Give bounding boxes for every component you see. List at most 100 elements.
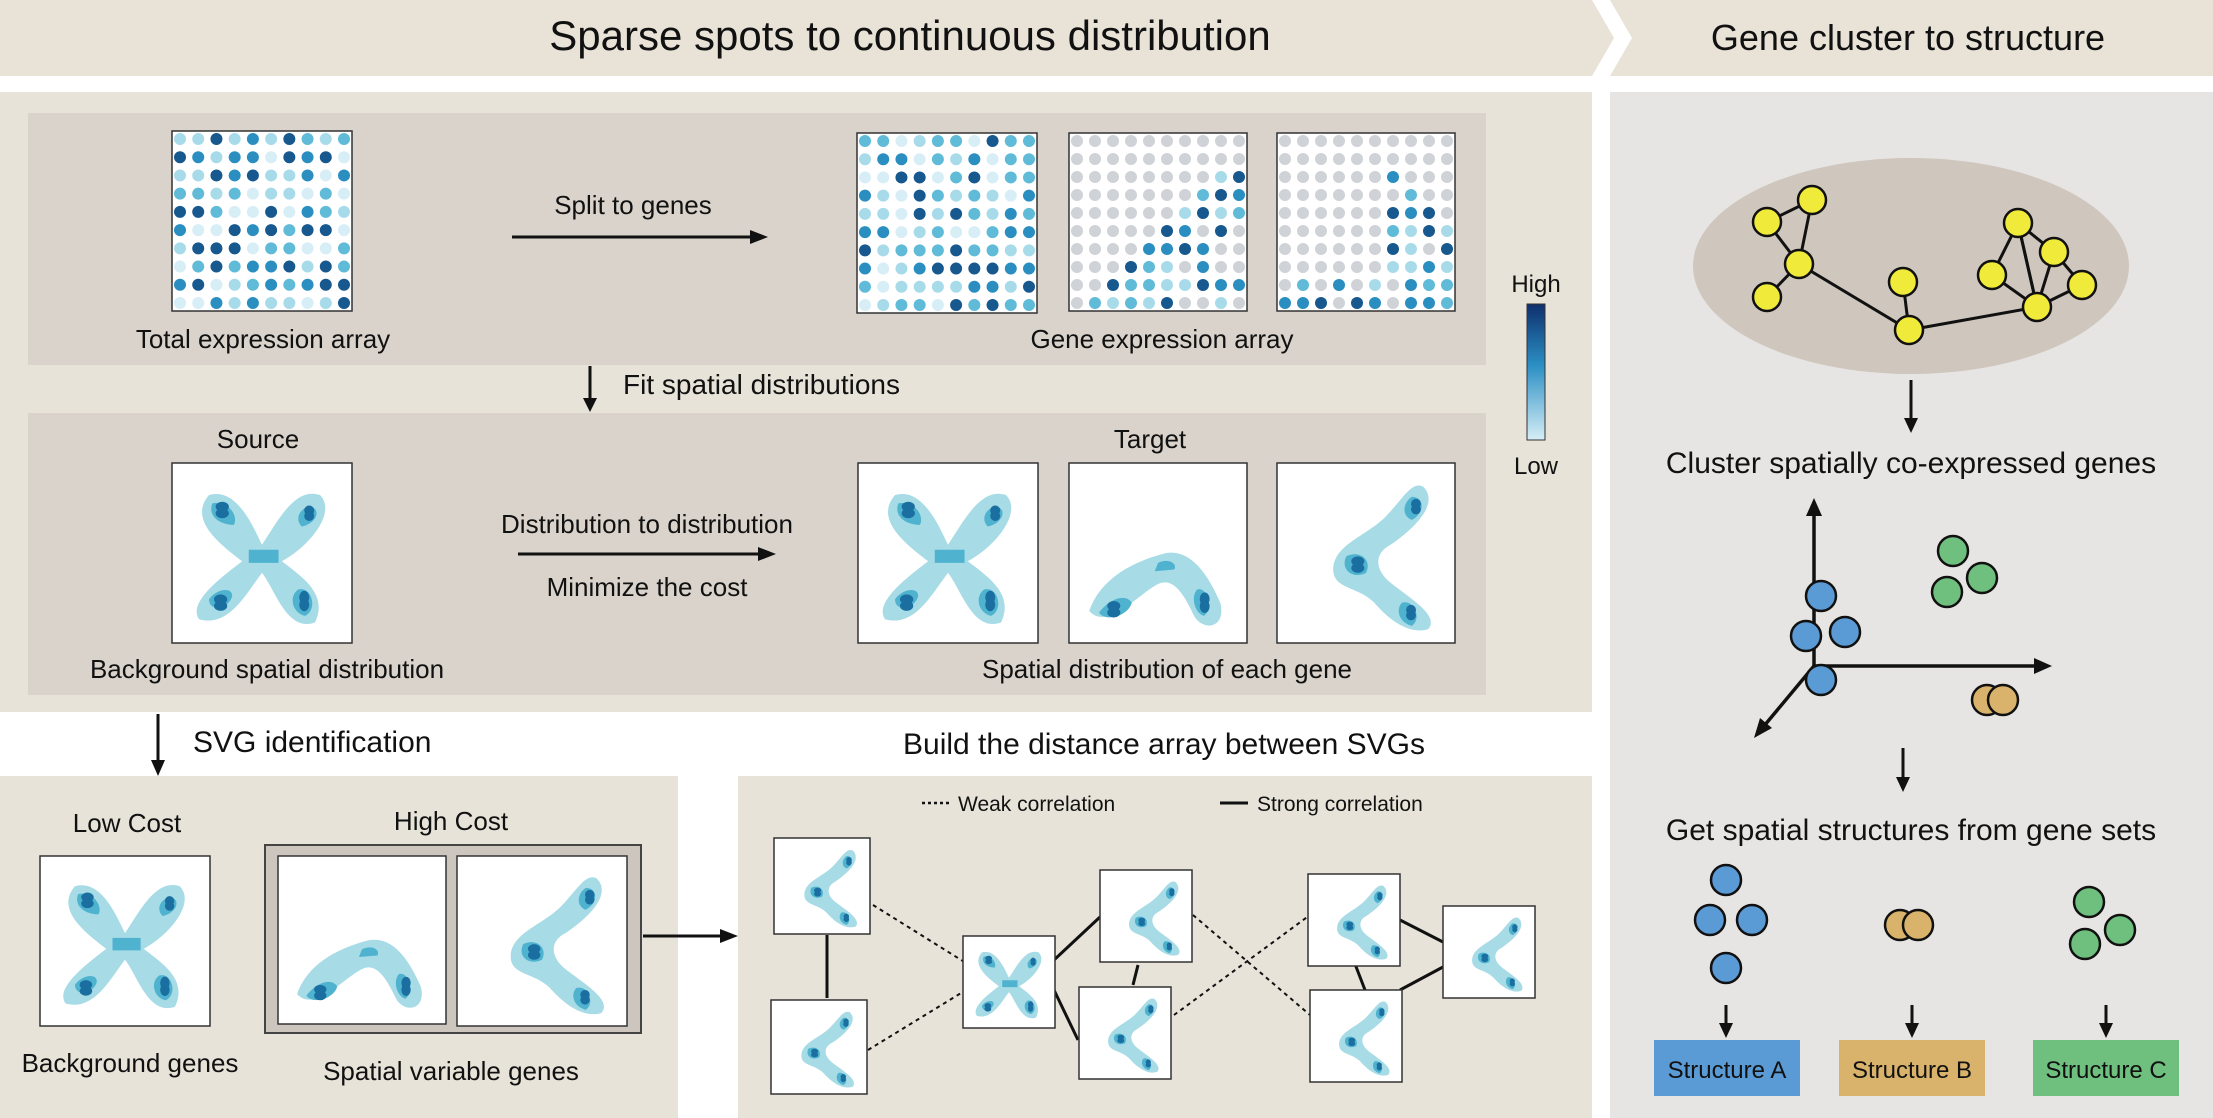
gene-array-2 xyxy=(1068,132,1248,312)
expression-dot xyxy=(319,205,332,218)
expression-dot xyxy=(246,169,259,182)
expression-dot xyxy=(1279,189,1291,201)
expression-dot xyxy=(174,205,186,218)
expression-dot xyxy=(913,171,926,184)
expression-dot xyxy=(1179,243,1191,255)
blue-point xyxy=(1804,579,1838,613)
expression-dot xyxy=(301,187,314,200)
expression-dot xyxy=(1107,153,1119,165)
expression-dot xyxy=(931,226,944,239)
expression-dot xyxy=(877,171,890,184)
expression-dot xyxy=(338,278,350,291)
expression-dot xyxy=(1179,261,1191,273)
expression-dot xyxy=(1423,261,1435,273)
expression-dot xyxy=(210,242,223,255)
expression-dot xyxy=(1107,207,1119,219)
expression-dot xyxy=(192,242,205,255)
expression-dot xyxy=(1233,261,1245,273)
expression-dot xyxy=(228,133,241,145)
expression-dot xyxy=(1161,207,1173,219)
edge-weak xyxy=(867,989,967,1051)
expression-dot xyxy=(1004,262,1017,275)
expression-dot xyxy=(1023,207,1035,220)
expression-dot xyxy=(1089,153,1101,165)
expression-dot xyxy=(338,187,350,200)
expression-dot xyxy=(1297,243,1309,255)
expression-dot xyxy=(210,297,223,309)
gene-array-label: Gene expression array xyxy=(1030,324,1293,354)
expression-dot xyxy=(986,171,999,184)
expression-dot xyxy=(1197,243,1209,255)
expression-dot xyxy=(1387,225,1399,237)
expression-dot xyxy=(950,207,963,220)
expression-dot xyxy=(228,297,241,309)
expression-dot xyxy=(1023,189,1035,202)
blue-point xyxy=(1828,615,1862,649)
expression-dot xyxy=(1333,279,1345,291)
cluster-points xyxy=(1789,534,2020,717)
set-a-point xyxy=(1709,951,1743,985)
expression-dot xyxy=(1405,297,1417,309)
expression-dot xyxy=(1405,261,1417,273)
expression-dot xyxy=(301,242,314,255)
expression-dot xyxy=(1405,135,1417,147)
expression-dot xyxy=(1143,243,1155,255)
expression-dot xyxy=(174,187,186,200)
expression-dot xyxy=(913,189,926,202)
expression-dot xyxy=(1089,207,1101,219)
legend-high: High xyxy=(1511,271,1560,298)
expression-dot xyxy=(338,205,350,218)
expression-dot xyxy=(1125,279,1137,291)
expression-dot xyxy=(895,207,908,220)
expression-dot xyxy=(1423,243,1435,255)
expression-dot xyxy=(1179,189,1191,201)
expression-dot xyxy=(338,242,350,255)
expression-dot xyxy=(1279,207,1291,219)
expression-dot xyxy=(1179,171,1191,183)
expression-dot xyxy=(1441,135,1453,147)
expression-dot xyxy=(1125,243,1137,255)
expression-dot xyxy=(1297,225,1309,237)
expression-dot xyxy=(228,260,241,273)
expression-dot xyxy=(895,262,908,275)
expression-dot xyxy=(1441,207,1453,219)
expression-dot xyxy=(1107,135,1119,147)
expression-dot xyxy=(1387,171,1399,183)
expression-dot xyxy=(1405,189,1417,201)
expression-dot xyxy=(877,262,890,275)
expression-dot xyxy=(265,242,278,255)
expression-dot xyxy=(319,187,332,200)
expression-dot xyxy=(1423,135,1435,147)
density-contour xyxy=(1108,998,1159,1073)
expression-dot xyxy=(1233,279,1245,291)
expression-dot xyxy=(931,171,944,184)
green-point xyxy=(1965,561,1999,595)
legend-colorbar xyxy=(1526,303,1546,441)
set-a-point xyxy=(1693,903,1727,937)
expression-dot xyxy=(1441,261,1453,273)
density-contour xyxy=(811,1018,849,1083)
expression-dot xyxy=(1333,153,1345,165)
expression-dot xyxy=(1441,279,1453,291)
expression-dot xyxy=(968,171,981,184)
source-label: Source xyxy=(217,424,299,454)
expression-dot xyxy=(1333,171,1345,183)
expression-dot xyxy=(301,133,314,145)
expression-dot xyxy=(877,189,890,202)
expression-dot xyxy=(1071,153,1083,165)
expression-dot xyxy=(986,135,999,147)
expression-dot xyxy=(877,244,890,257)
density-contour xyxy=(1333,485,1431,631)
low-cost-distribution xyxy=(39,855,211,1027)
expression-dot xyxy=(319,242,332,255)
expression-dot xyxy=(1369,171,1381,183)
distance-title: Build the distance array between SVGs xyxy=(903,728,1425,761)
expression-dot xyxy=(265,169,278,182)
expression-dot xyxy=(1161,297,1173,309)
expression-dot xyxy=(1143,297,1155,309)
expression-dot xyxy=(265,297,278,309)
expression-dot xyxy=(283,297,296,309)
expression-dot xyxy=(1023,262,1035,275)
expression-dot xyxy=(1441,189,1453,201)
